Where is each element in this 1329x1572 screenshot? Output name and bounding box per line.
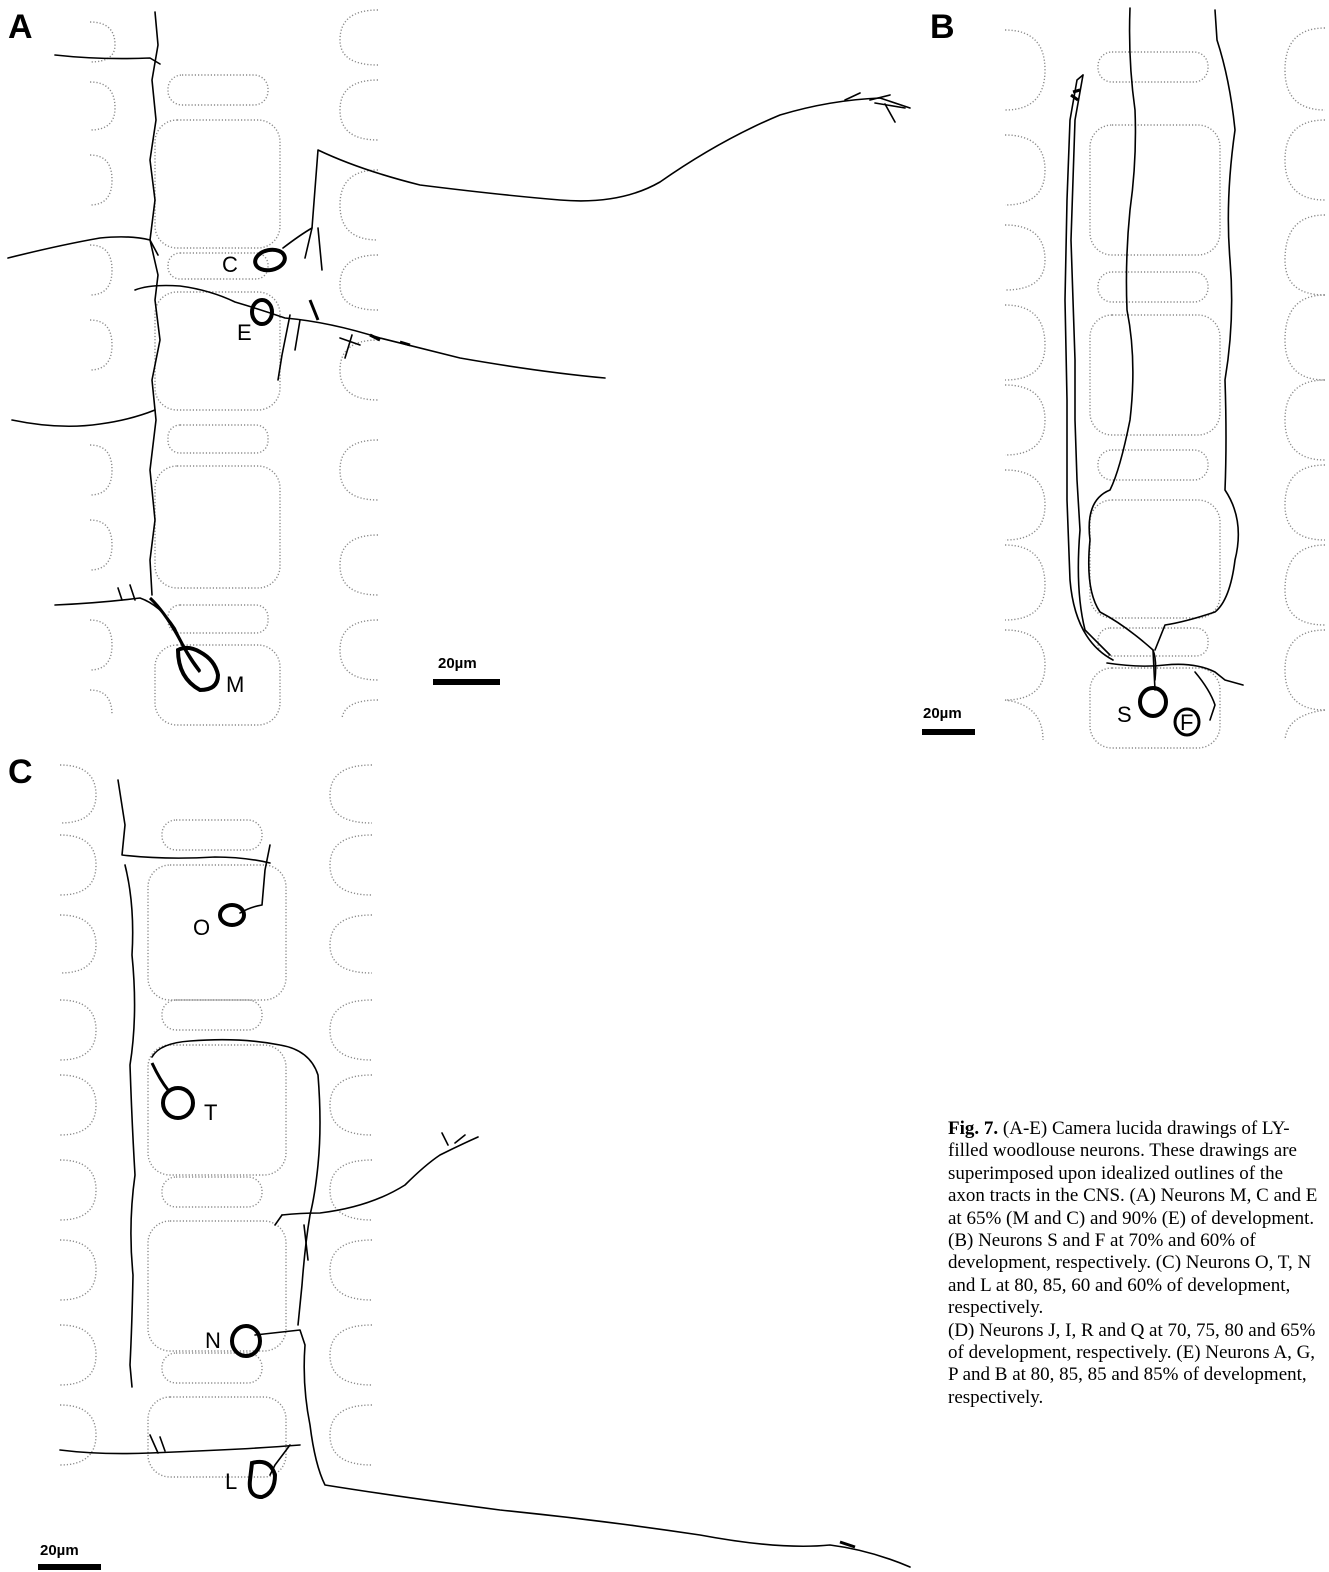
panel-a-somata — [178, 247, 287, 690]
panel-b-drawing: S F 20µm — [925, 0, 1329, 745]
panel-c-neuron-arbors — [60, 780, 910, 1567]
neuron-label-e: E — [237, 320, 252, 345]
neuron-label-m: M — [226, 672, 244, 697]
panel-b: B — [925, 0, 1329, 745]
neuron-label-c: C — [222, 252, 238, 277]
caption-text: (A-E) Camera lucida drawings of LY-fille… — [948, 1118, 1317, 1318]
neuron-label-f: F — [1180, 710, 1193, 735]
panel-a: A — [0, 0, 930, 720]
panel-a-neuron-arbors — [8, 12, 910, 672]
scale-bar-label-c: 20µm — [40, 1542, 79, 1559]
scale-bar-label-a: 20µm — [438, 655, 477, 672]
panel-b-scale-bar: 20µm — [922, 705, 975, 735]
scale-bar-b — [922, 729, 975, 735]
neuron-label-l: L — [225, 1469, 237, 1494]
figure-caption: Fig. 7. (A-E) Camera lucida drawings of … — [948, 1118, 1320, 1409]
panel-c-scale-bar: 20µm — [38, 1542, 101, 1570]
panel-b-neuron-arbors — [1065, 8, 1243, 720]
panel-a-tract-outlines — [90, 10, 378, 725]
panel-c-somata — [163, 905, 275, 1497]
neuron-label-s: S — [1117, 702, 1132, 727]
scale-bar-c — [38, 1564, 101, 1570]
neuron-label-n: N — [205, 1328, 221, 1353]
caption-figure-number: Fig. 7. — [948, 1118, 998, 1139]
panel-a-drawing: C E M 20µm — [0, 0, 930, 720]
neuron-label-t: T — [204, 1100, 217, 1125]
panel-a-scale-bar: 20µm — [433, 655, 500, 685]
panel-c: C — [0, 745, 930, 1570]
caption-text-d: (D) Neurons J, I, R and Q at 70, 75, 80 … — [948, 1320, 1315, 1408]
scale-bar-label-b: 20µm — [923, 705, 962, 722]
scale-bar-a — [433, 679, 500, 685]
panel-b-tract-outlines — [1005, 28, 1325, 748]
panel-c-drawing: O T N L 20µm — [0, 745, 930, 1570]
neuron-label-o: O — [193, 915, 210, 940]
